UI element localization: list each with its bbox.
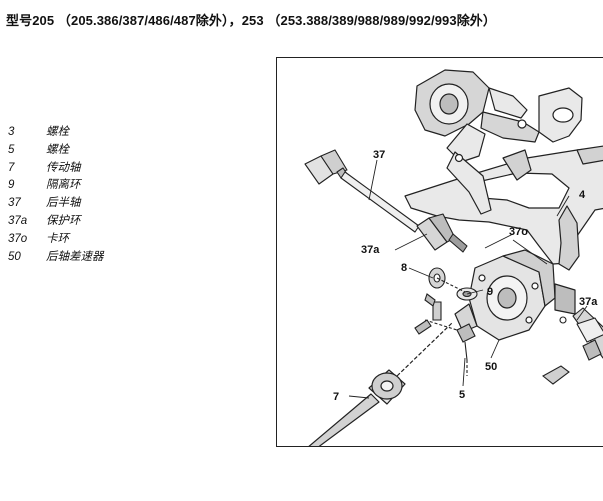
legend-number: 9	[8, 179, 15, 192]
legend-number: 3	[8, 126, 15, 138]
legend-number: 7	[8, 161, 15, 174]
legend-item: 37a 保护环	[8, 213, 104, 231]
legend-label: 传动轴	[46, 161, 81, 174]
callout-50: 50	[485, 361, 497, 373]
callout-leader-lines	[348, 159, 588, 399]
legend-number: 37	[8, 197, 21, 210]
callout-9: 9	[487, 286, 493, 298]
legend-label: 隔离环	[46, 179, 81, 192]
wheel-carrier	[414, 69, 540, 215]
callout-37: 37	[373, 149, 385, 161]
parts-legend: 3 螺栓 5 螺栓 7 传动轴 9 隔离环 37 后半轴 37a 保护环 37o 卡环 50 后…	[8, 124, 104, 266]
callout-37a-right: 37a	[579, 296, 598, 308]
mounting-bolts	[414, 319, 602, 385]
legend-item: 9 隔离环	[8, 177, 104, 195]
legend-item: 7 传动轴	[8, 160, 104, 178]
page-title: 型号205 （205.386/387/486/487除外），253 （253.3…	[6, 13, 497, 28]
rear-axle-differential	[454, 249, 576, 341]
legend-label: 螺栓	[46, 126, 69, 138]
rear-axle-subframe	[404, 87, 603, 271]
rear-axle-exploded-diagram: 37 4 37o 37a 8 9 37a 50 5 7	[304, 69, 603, 446]
callout-4: 4	[579, 189, 586, 201]
legend-item: 37 后半轴	[8, 195, 104, 213]
legend-item: 37o 卡环	[8, 231, 104, 249]
legend-item: 3 螺栓	[8, 124, 104, 142]
callout-8: 8	[401, 262, 407, 274]
legend-label: 螺栓	[46, 143, 69, 156]
legend-number: 37a	[8, 214, 28, 227]
legend-label: 后半轴	[46, 197, 81, 210]
legend-item: 50 后轴差速器	[8, 249, 104, 267]
legend-label: 后轴差速器	[46, 250, 104, 263]
legend-label: 卡环	[46, 232, 69, 245]
legend-number: 5	[8, 143, 15, 156]
legend-number: 50	[8, 250, 21, 263]
callout-37o: 37o	[509, 226, 528, 238]
callout-5: 5	[459, 389, 465, 401]
callout-37a-left: 37a	[361, 244, 380, 256]
callout-7: 7	[333, 391, 339, 403]
propeller-shaft	[308, 321, 454, 446]
legend-number: 37o	[8, 232, 28, 245]
rear-half-shaft	[304, 149, 468, 253]
exploded-view-figure: 37 4 37o 37a 8 9 37a 50 5 7	[276, 57, 603, 447]
legend-label: 保护环	[46, 214, 81, 227]
legend-item: 5 螺栓	[8, 142, 104, 160]
